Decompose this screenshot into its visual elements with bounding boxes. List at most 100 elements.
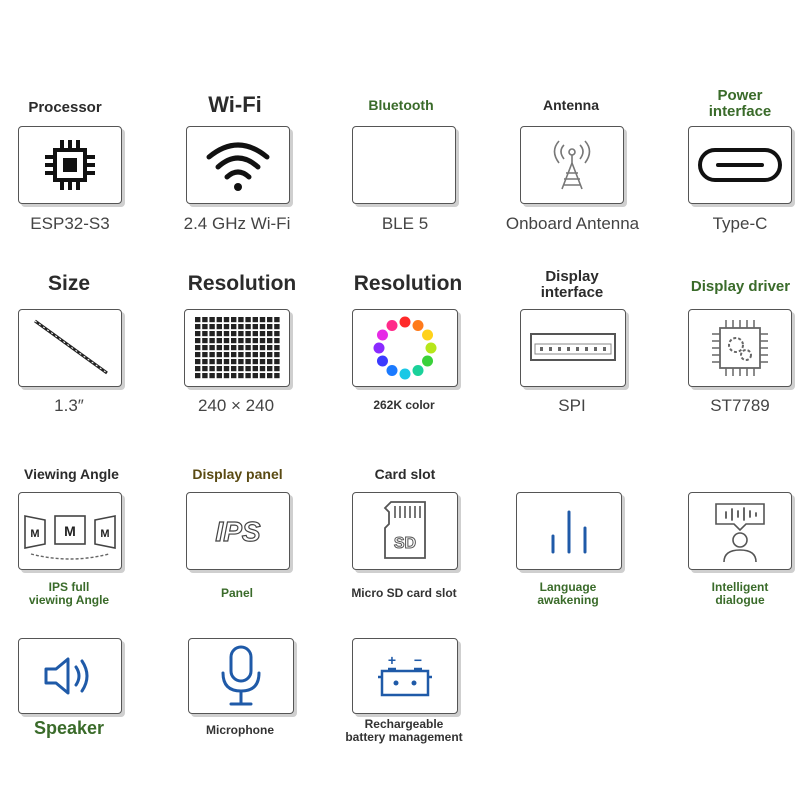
viewing-angle-caption: IPS full viewing Angle <box>14 580 124 608</box>
microphone-caption: Microphone <box>206 723 274 737</box>
language-caption: Language awakening <box>516 580 620 607</box>
display-panel-title: Display panel <box>192 466 283 482</box>
svg-text:M: M <box>30 528 39 540</box>
card-slot-card: SD <box>352 492 458 570</box>
pixel-cell <box>202 317 208 323</box>
pixel-cell <box>252 345 258 351</box>
pixel-cell <box>259 331 266 337</box>
power-caption: Type-C <box>712 214 768 233</box>
size-title: Size <box>47 272 91 295</box>
pixel-cell <box>195 366 201 372</box>
pixel-cell <box>267 352 273 358</box>
pixel-cell <box>195 331 201 337</box>
antenna-caption: Onboard Antenna <box>505 214 640 233</box>
pixel-cell <box>274 345 280 351</box>
microphone-card <box>188 638 294 714</box>
pixel-cell <box>195 338 201 344</box>
pixel-cell <box>231 324 237 330</box>
pixel-cell <box>252 359 258 365</box>
pixel-cell <box>238 373 244 379</box>
display-driver-card <box>688 309 792 387</box>
pixel-cell <box>274 324 280 330</box>
svg-text:M: M <box>64 523 76 539</box>
wifi-icon <box>205 137 271 193</box>
pixel-cell <box>216 359 222 365</box>
color-caption: 262K color <box>373 398 435 412</box>
pixel-cell <box>238 366 244 372</box>
pixel-cell <box>238 359 244 365</box>
viewing-angle-caption-line1: IPS full <box>48 580 90 594</box>
viewing-angle-card: M M M <box>18 492 122 570</box>
pixel-cell <box>216 373 222 379</box>
pixel-cell <box>259 359 266 365</box>
pixel-cell <box>231 352 237 358</box>
color-dot <box>376 355 388 367</box>
size-caption: 1.3″ <box>54 396 84 415</box>
sd-card-icon: SD <box>379 498 431 564</box>
pixel-cell <box>223 317 230 323</box>
pixel-cell <box>267 366 273 372</box>
pixel-cell <box>238 352 244 358</box>
pixel-cell <box>231 338 237 344</box>
viewing-angle-title: Viewing Angle <box>24 466 119 482</box>
usb-c-icon <box>697 145 783 185</box>
pixel-cell <box>209 324 215 330</box>
battery-card: + − <box>352 638 458 714</box>
pixel-cell <box>231 366 237 372</box>
processor-title: Processor <box>28 99 102 116</box>
pixel-cell <box>267 373 273 379</box>
pixel-cell <box>223 352 230 358</box>
color-dot <box>422 329 434 341</box>
pixel-cell <box>195 324 201 330</box>
color-dot <box>425 342 437 354</box>
pixel-cell <box>202 366 208 372</box>
pixel-cell <box>216 338 222 344</box>
pixel-cell <box>267 324 273 330</box>
pixel-cell <box>252 366 258 372</box>
pixel-cell <box>259 324 266 330</box>
wifi-card <box>186 126 290 204</box>
pixel-cell <box>195 317 201 323</box>
svg-text:IPS: IPS <box>215 516 260 547</box>
color-dot <box>399 316 411 328</box>
color-card <box>352 309 458 387</box>
pixel-cell <box>209 352 215 358</box>
color-dot <box>373 342 385 354</box>
battery-caption-line2: battery management <box>345 730 463 745</box>
dialogue-caption: Intelligent dialogue <box>688 580 792 607</box>
pixel-cell <box>238 324 244 330</box>
card-slot-caption: Micro SD card slot <box>351 586 457 600</box>
pixel-cell <box>259 345 266 351</box>
svg-text:+: + <box>388 652 396 668</box>
pixel-cell <box>267 331 273 337</box>
pixel-cell <box>209 338 215 344</box>
display-interface-title: Display interface <box>520 269 624 301</box>
speaker-caption: Speaker <box>33 718 105 738</box>
pixel-cell <box>274 338 280 344</box>
pixel-cell <box>259 338 266 344</box>
color-dot <box>412 319 424 331</box>
pixel-cell <box>245 352 251 358</box>
pixel-cell <box>267 338 273 344</box>
pixel-cell <box>223 366 230 372</box>
color-dot <box>376 329 388 341</box>
color-dot <box>386 365 398 377</box>
resolution-card <box>184 309 290 387</box>
pixel-cell <box>202 352 208 358</box>
viewing-angle-caption-line2: viewing Angle <box>28 593 110 608</box>
color-title: Resolution <box>353 272 463 295</box>
antenna-title: Antenna <box>543 97 599 113</box>
chip-icon <box>41 136 99 194</box>
pixel-cell <box>245 317 251 323</box>
pixel-cell <box>274 366 280 372</box>
pixel-cell <box>252 324 258 330</box>
speaker-icon <box>40 651 100 701</box>
pixel-cell <box>245 331 251 337</box>
pixel-cell <box>238 345 244 351</box>
power-card <box>688 126 792 204</box>
pixel-cell <box>245 338 251 344</box>
color-dot <box>412 365 424 377</box>
pixel-cell <box>238 331 244 337</box>
battery-caption-line1: Rechargeable <box>364 717 444 731</box>
pixel-cell <box>195 373 201 379</box>
